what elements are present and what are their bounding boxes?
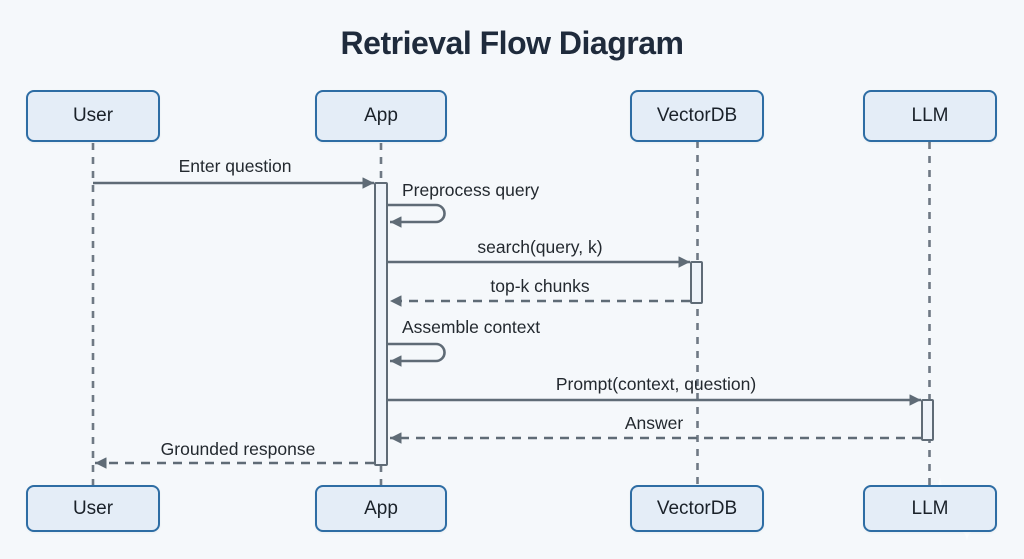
message-label-assemble-context: Assemble context (402, 317, 541, 337)
message-label-top-k-chunks: top-k chunks (490, 276, 590, 296)
actor-box-llm-top: LLM (863, 90, 997, 142)
activation-bar-llm (921, 399, 934, 441)
actor-box-user-top: User (26, 90, 160, 142)
arrow-preprocess-query-self-loop (388, 203, 446, 228)
actor-box-app-top: App (315, 90, 447, 142)
activation-bar-app (374, 182, 388, 466)
actor-box-vectordb-bottom: VectorDB (630, 485, 764, 532)
message-label-answer: Answer (624, 413, 684, 433)
actor-box-user-bottom: User (26, 485, 160, 532)
message-arrows (93, 177, 921, 469)
message-label-preprocess-query: Preprocess query (402, 180, 540, 200)
activation-bar-vectordb (690, 261, 703, 304)
message-label-enter-question: Enter question (178, 156, 292, 176)
message-label-search-query-k: search(query, k) (477, 237, 603, 257)
message-label-prompt-context-question: Prompt(context, question) (555, 374, 757, 394)
actor-box-app-bottom: App (315, 485, 447, 532)
activation-bars (374, 182, 934, 466)
actor-box-vectordb-top: VectorDB (630, 90, 764, 142)
arrow-assemble-context-self-loop (388, 342, 446, 367)
diagram-title: Retrieval Flow Diagram (340, 25, 684, 61)
message-label-grounded-response: Grounded response (160, 439, 316, 459)
actor-box-llm-bottom: LLM (863, 485, 997, 532)
